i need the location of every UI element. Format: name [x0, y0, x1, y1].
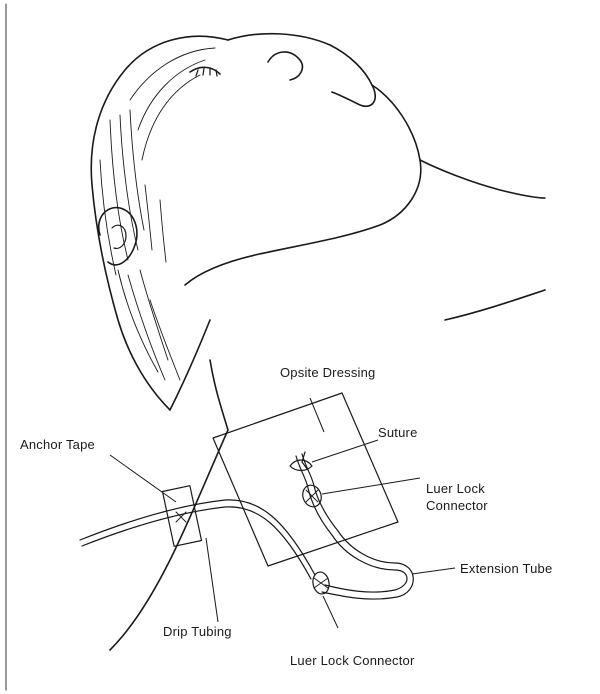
leader-luer-lower: [323, 596, 338, 628]
label-opsite-dressing: Opsite Dressing: [280, 365, 375, 380]
hair-strands: [100, 48, 215, 380]
leader-opsite: [310, 398, 324, 432]
ear-inner: [112, 225, 126, 248]
nose: [268, 52, 302, 80]
leader-drip: [206, 538, 218, 622]
label-luer-lock-lower: Luer Lock Connector: [290, 653, 415, 668]
luer-lock-lower-marks: [314, 578, 328, 588]
eye: [190, 67, 220, 74]
patient-head: [91, 34, 545, 650]
hair-outline: [91, 36, 228, 410]
label-suture: Suture: [378, 425, 418, 440]
neck-back-line: [210, 360, 228, 430]
anchor-tape-stitch: [176, 512, 186, 522]
shoulder-line: [445, 290, 545, 320]
ear: [99, 208, 137, 265]
label-drip-tubing: Drip Tubing: [163, 624, 232, 639]
leader-suture: [312, 440, 378, 462]
neck-front-line: [420, 160, 545, 198]
jaw-line: [185, 85, 421, 285]
catheter-line: [296, 456, 332, 535]
label-luer-lock-upper-line1: Luer Lock: [426, 481, 485, 496]
leader-extension: [412, 568, 455, 574]
chest-curve: [110, 430, 228, 650]
label-extension-tube: Extension Tube: [460, 561, 552, 576]
leader-anchor: [110, 455, 176, 502]
leader-luer-upper: [322, 478, 420, 494]
label-anchor-tape: Anchor Tape: [20, 437, 95, 452]
label-luer-lock-upper-line2: Connector: [426, 498, 488, 513]
